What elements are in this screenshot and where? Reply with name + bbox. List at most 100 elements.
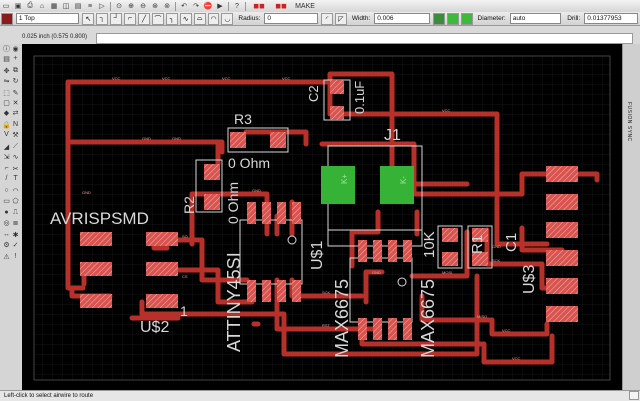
pad[interactable] — [546, 278, 578, 294]
layer-select[interactable]: 1 Top — [15, 13, 80, 24]
wire-bend-7-icon[interactable]: ∿ — [179, 12, 192, 25]
group-icon[interactable]: ⬚ — [3, 89, 10, 97]
pad[interactable] — [146, 232, 178, 246]
via-shape-square-icon[interactable] — [432, 12, 445, 25]
smash-icon[interactable]: ⚒ — [12, 131, 19, 139]
pad[interactable] — [247, 202, 256, 224]
open-icon[interactable]: ▭ — [2, 3, 10, 10]
trace[interactable] — [363, 269, 385, 305]
trace[interactable] — [419, 293, 550, 337]
miter-round-icon[interactable]: ◜ — [321, 12, 333, 25]
pad[interactable] — [80, 232, 112, 246]
pad[interactable] — [388, 318, 397, 340]
info-icon[interactable]: ⓘ — [3, 45, 10, 53]
wire-bend-1-icon[interactable]: ┐ — [96, 12, 109, 25]
pad[interactable] — [292, 202, 301, 224]
cam-icon[interactable]: ⌂ — [39, 2, 45, 10]
zoom-in-icon[interactable]: ⊕ — [128, 3, 134, 10]
mark-icon[interactable]: + — [13, 55, 18, 62]
ratsnest-icon[interactable]: ✱ — [12, 231, 19, 239]
show-icon[interactable]: ◉ — [12, 45, 19, 53]
lock-icon[interactable]: 🔒 — [2, 121, 11, 129]
pad[interactable] — [262, 280, 271, 302]
wire-bend-2-icon[interactable]: ┘ — [110, 12, 123, 25]
via-icon[interactable]: ● — [4, 209, 9, 216]
add-icon[interactable]: ◆ — [3, 109, 10, 117]
pad[interactable] — [373, 240, 382, 262]
pad[interactable] — [230, 132, 246, 148]
pad[interactable] — [247, 280, 256, 302]
board-canvas[interactable]: C2 0.1uF R3 0 Ohm R2 0 Ohm J1 AVRISPSMD … — [22, 44, 622, 390]
pad[interactable] — [146, 294, 178, 308]
pad[interactable] — [292, 280, 301, 302]
drc-icon[interactable]: ⚠ — [3, 253, 10, 261]
attribute-icon[interactable]: ≣ — [12, 219, 19, 227]
replace-icon[interactable]: ⇄ — [12, 109, 19, 117]
trace[interactable] — [319, 141, 600, 197]
change-icon[interactable]: ✎ — [12, 89, 19, 97]
meander-icon[interactable]: ∿ — [12, 153, 19, 161]
display-icon[interactable]: ▤ — [3, 55, 10, 63]
errors-icon[interactable]: ! — [14, 253, 17, 260]
width-select[interactable]: 0.006 — [374, 13, 430, 24]
go-icon[interactable]: ▶ — [217, 3, 223, 10]
pad[interactable] — [442, 252, 458, 266]
hole-icon[interactable]: ◎ — [3, 219, 10, 227]
radius-select[interactable]: 0 — [264, 13, 318, 24]
wire-bend-4-icon[interactable]: ╱ — [138, 12, 150, 25]
mirror-icon[interactable]: ⇋ — [3, 77, 10, 85]
arc-icon[interactable]: ◠ — [12, 187, 19, 195]
pad[interactable] — [472, 252, 488, 266]
trace[interactable] — [65, 79, 550, 247]
pad[interactable] — [80, 262, 112, 276]
rotate-icon[interactable]: ↻ — [12, 77, 19, 85]
pad[interactable] — [472, 228, 488, 242]
erc-icon[interactable]: ✓ — [12, 241, 19, 249]
pad[interactable] — [204, 194, 220, 210]
layer-color-swatch[interactable] — [1, 12, 13, 25]
trace[interactable] — [129, 315, 261, 327]
script-icon[interactable]: ≡ — [87, 2, 93, 10]
stop-command-button[interactable] — [629, 391, 639, 400]
route-icon[interactable]: ⌐ — [4, 165, 9, 172]
zoom-out-icon[interactable]: ⊖ — [140, 3, 146, 10]
pad[interactable] — [358, 318, 367, 340]
move-icon[interactable]: ✥ — [3, 67, 10, 75]
delete-icon[interactable]: ✕ — [12, 99, 19, 107]
pad[interactable] — [330, 80, 344, 94]
pad[interactable] — [388, 240, 397, 262]
via-shape-octagon-icon[interactable] — [460, 12, 473, 25]
optimize-icon[interactable]: ⇲ — [3, 153, 10, 161]
paste-icon[interactable]: ▢ — [3, 99, 10, 107]
dimension-icon[interactable]: ↔ — [3, 231, 10, 238]
wire-bend-6-icon[interactable]: ╮ — [165, 12, 178, 25]
via-pad[interactable] — [380, 166, 414, 204]
pad[interactable] — [80, 294, 112, 308]
trace[interactable] — [167, 237, 250, 283]
make-icon[interactable]: MAKE — [293, 1, 317, 11]
trace[interactable] — [65, 139, 225, 155]
pad[interactable] — [277, 280, 286, 302]
wire-bend-8-icon[interactable]: ⌓ — [193, 12, 206, 25]
pad[interactable] — [546, 250, 578, 266]
trace[interactable] — [157, 267, 255, 305]
board-icon[interactable]: ▦ — [50, 3, 58, 10]
trace[interactable] — [139, 273, 480, 357]
run-icon[interactable]: ▷ — [99, 3, 105, 10]
wire-bend-3-icon[interactable]: ⌐ — [124, 12, 137, 25]
cam-processor-icon[interactable]: ◼◼ — [253, 3, 265, 10]
auto-router-icon[interactable]: ⚙ — [3, 241, 10, 249]
pad[interactable] — [546, 166, 578, 182]
cursor-icon[interactable]: ↖ — [82, 12, 95, 25]
rect-icon[interactable]: ▭ — [3, 197, 10, 205]
stop-icon[interactable]: ⛔ — [203, 3, 213, 10]
zoom-fit-icon[interactable]: ⊙ — [116, 3, 122, 10]
partner-icon[interactable]: ◼◼ — [275, 3, 287, 10]
wire-bend-9-icon[interactable]: ◠ — [207, 12, 220, 25]
copy-icon[interactable]: ⧉ — [13, 66, 18, 74]
pad[interactable] — [442, 228, 458, 242]
text-icon[interactable]: T — [13, 175, 18, 182]
trace[interactable] — [359, 331, 555, 365]
undo-icon[interactable]: ↶ — [181, 3, 187, 10]
pad[interactable] — [546, 222, 578, 238]
